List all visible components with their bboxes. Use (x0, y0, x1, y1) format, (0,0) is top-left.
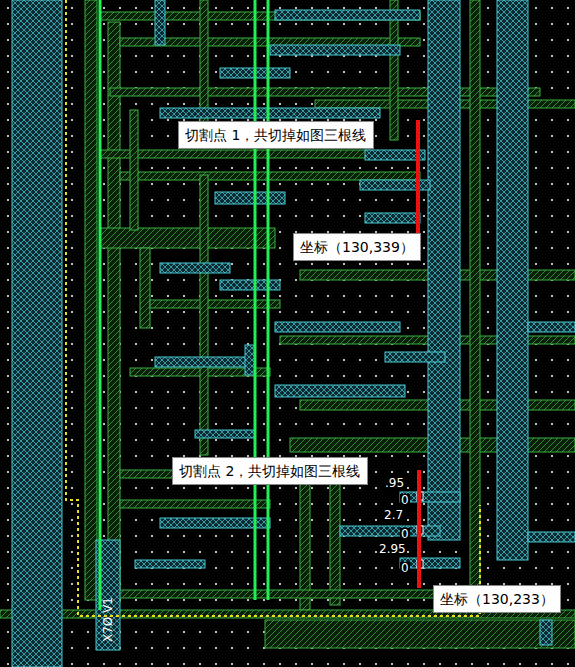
callout-box: 坐标（130,233） (433, 585, 561, 613)
callout-text: 坐标（130,233） (440, 590, 554, 608)
callout-text: 坐标（130,339） (300, 238, 414, 256)
callout-text: 切割点 1，共切掉如图三根线 (185, 126, 367, 144)
callout-text: 切割点 2，共切掉如图三根线 (179, 462, 361, 480)
callout-box: 切割点 2，共切掉如图三根线 (172, 457, 368, 485)
dimension-value: 0 (400, 562, 410, 575)
cell-name: X7Ø V1 (102, 596, 115, 643)
dimension-value: 0 (400, 528, 410, 541)
dimension-value: 2.95 (378, 543, 407, 556)
dimension-value: .95 (384, 477, 405, 490)
callout-box: 坐标（130,339） (293, 233, 421, 261)
dimension-value: 2.7 (383, 509, 404, 522)
dimension-value: 0 (400, 494, 410, 507)
callout-box: 切割点 1，共切掉如图三根线 (178, 121, 374, 149)
